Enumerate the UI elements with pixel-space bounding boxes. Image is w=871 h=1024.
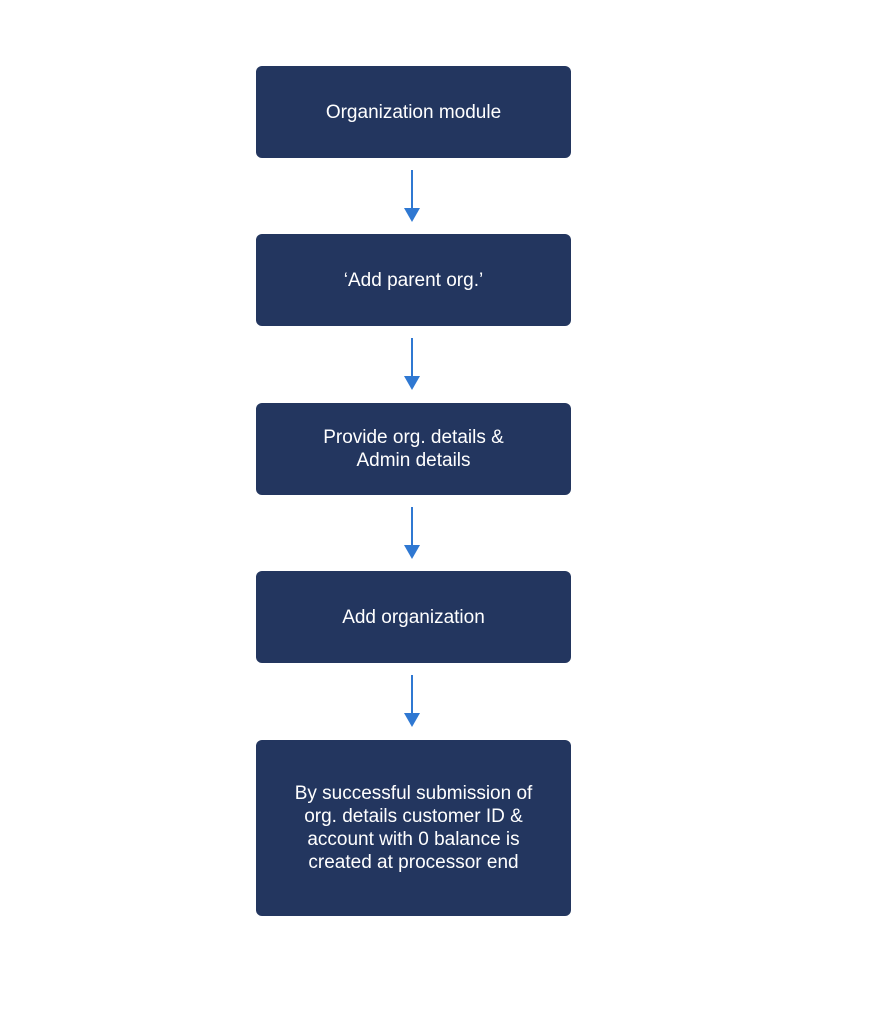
step-add-parent-org: ‘Add parent org.’ bbox=[256, 234, 571, 326]
step-label: ‘Add parent org.’ bbox=[343, 269, 484, 291]
step-label: By successful submission of org. details… bbox=[294, 783, 533, 873]
down-arrow-1 bbox=[404, 170, 420, 222]
step-label: Organization module bbox=[325, 101, 502, 123]
step-provide-details: Provide org. details & Admin details bbox=[256, 403, 571, 495]
step-label: Add organization bbox=[342, 606, 485, 628]
down-arrow-3 bbox=[404, 507, 420, 559]
step-label: Provide org. details & Admin details bbox=[323, 427, 504, 471]
step-add-organization: Add organization bbox=[256, 571, 571, 663]
step-submission-result: By successful submission of org. details… bbox=[256, 740, 571, 916]
step-organization-module: Organization module bbox=[256, 66, 571, 158]
down-arrow-2 bbox=[404, 338, 420, 390]
down-arrow-4 bbox=[404, 675, 420, 727]
